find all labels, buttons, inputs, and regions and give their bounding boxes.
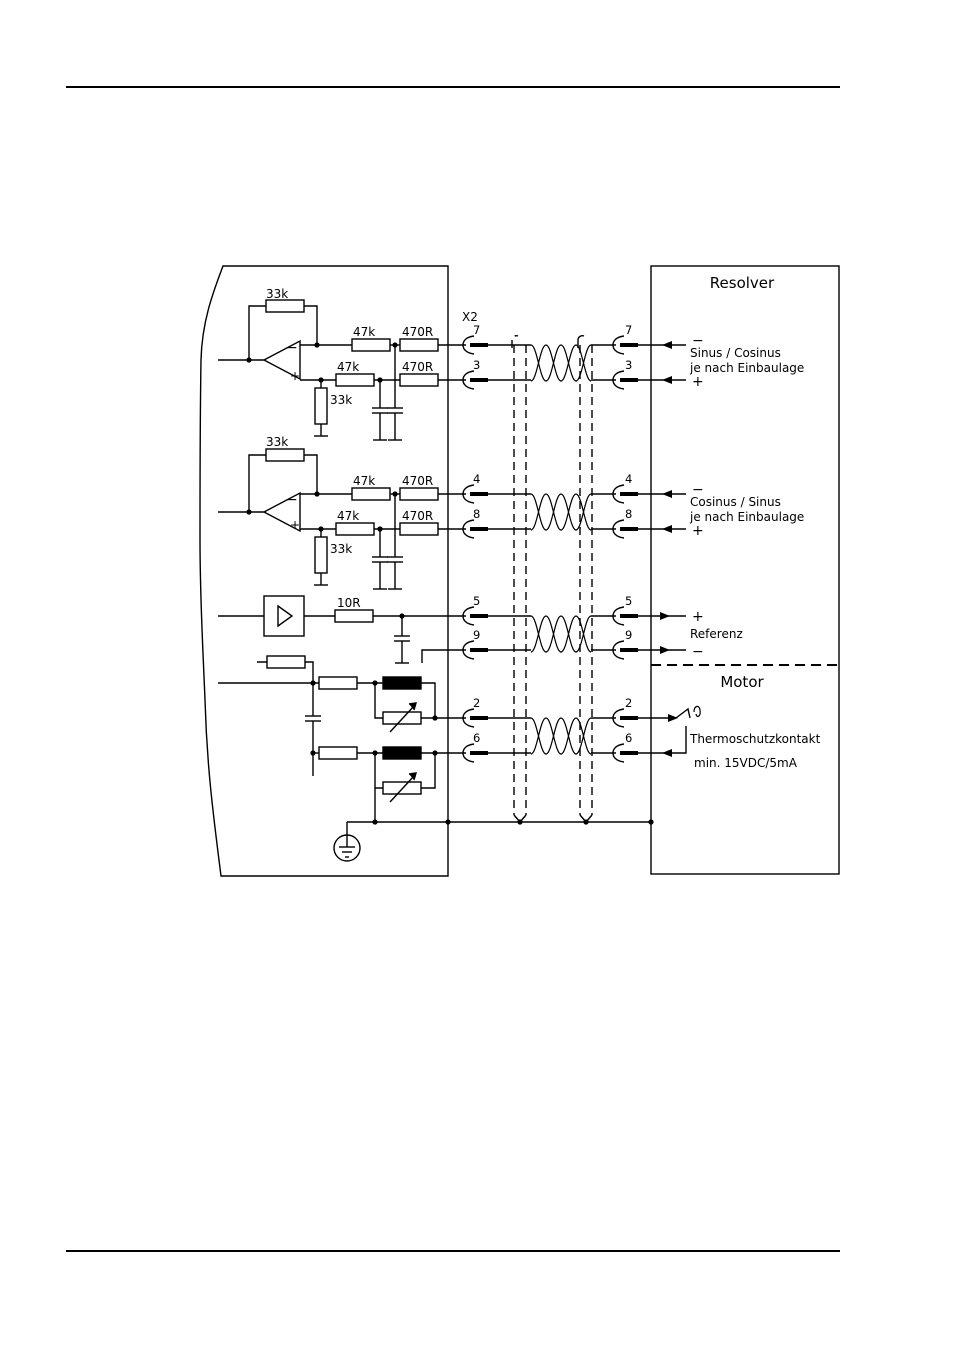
pin-left-3: 3 xyxy=(473,358,480,372)
amplifier-outline xyxy=(199,265,449,877)
resistor-47k-2b xyxy=(335,522,375,536)
pin-right-4: 4 xyxy=(625,472,632,486)
inductor-1 xyxy=(382,676,422,690)
cos-minus-sign: − xyxy=(692,482,704,498)
label-47k-2a: 47k xyxy=(353,474,375,488)
pin-right-6: 6 xyxy=(625,731,632,745)
label-shunt-2: 33k xyxy=(330,542,352,556)
label-10r: 10R xyxy=(337,596,361,610)
pin-left-5: 5 xyxy=(473,594,480,608)
label-470r-1a: 470R xyxy=(402,325,433,339)
resistor-470r-2a xyxy=(399,487,439,501)
label-470r-2a: 470R xyxy=(402,474,433,488)
pin-right-2: 2 xyxy=(625,696,632,710)
resistor-feedback-2 xyxy=(265,448,305,462)
pin-right-5: 5 xyxy=(625,594,632,608)
ref-buffer xyxy=(263,595,305,637)
resistor-470r-1b xyxy=(399,373,439,387)
label-470r-2b: 470R xyxy=(402,509,433,523)
label-shunt-1: 33k xyxy=(330,393,352,407)
pin-left-2: 2 xyxy=(473,696,480,710)
resolver-box xyxy=(650,265,840,875)
label-feedback-2: 33k xyxy=(266,435,288,449)
resistor-47k-2a xyxy=(351,487,391,501)
pin-left-4: 4 xyxy=(473,472,480,486)
ref-minus-sign: − xyxy=(692,644,704,660)
resistor-thermo-2 xyxy=(318,746,358,760)
cos-plus-sign: + xyxy=(692,523,704,539)
motor-title: Motor xyxy=(720,673,764,691)
connector-label: X2 xyxy=(462,310,478,324)
thermo-label-1: Thermoschutzkontakt xyxy=(689,732,821,746)
sin-label-2: je nach Einbaulage xyxy=(689,361,804,375)
resistor-thermo-top xyxy=(266,655,306,669)
resistor-470r-2b xyxy=(399,522,439,536)
resistor-shunt-1 xyxy=(314,387,328,425)
pin-left-7: 7 xyxy=(473,323,480,337)
resistor-47k-1b xyxy=(335,373,375,387)
resistor-470r-1a xyxy=(399,338,439,352)
resistor-feedback-1 xyxy=(265,299,305,313)
pin-left-9: 9 xyxy=(473,628,480,642)
label-47k-1a: 47k xyxy=(353,325,375,339)
pin-left-8: 8 xyxy=(473,507,480,521)
sin-label-1: Sinus / Cosinus xyxy=(690,346,781,360)
pin-right-9: 9 xyxy=(625,628,632,642)
ref-plus-sign: + xyxy=(692,609,704,625)
pin-right-3: 3 xyxy=(625,358,632,372)
opamp1-plus: + xyxy=(290,369,300,383)
resistor-thermo-1 xyxy=(318,676,358,690)
opamp2-plus: + xyxy=(290,518,300,532)
pin-right-8: 8 xyxy=(625,507,632,521)
thermal-sensor-icon xyxy=(693,705,701,718)
thermo-label-2: min. 15VDC/5mA xyxy=(694,756,798,770)
footer-rule xyxy=(66,1250,840,1252)
cos-label-2: je nach Einbaulage xyxy=(689,510,804,524)
opamp-2 xyxy=(262,491,301,533)
sin-plus-sign: + xyxy=(692,374,704,390)
inductor-2 xyxy=(382,746,422,760)
opamp-1 xyxy=(262,339,301,381)
resistor-47k-1a xyxy=(351,338,391,352)
header-rule xyxy=(66,86,840,88)
label-470r-1b: 470R xyxy=(402,360,433,374)
resistor-shunt-2 xyxy=(314,536,328,574)
cable-shield-right xyxy=(577,335,585,348)
resolver-title: Resolver xyxy=(710,274,775,292)
cable-shield-left xyxy=(511,335,519,348)
cos-label-1: Cosinus / Sinus xyxy=(690,495,781,509)
label-47k-1b: 47k xyxy=(337,360,359,374)
earth-symbol xyxy=(333,834,361,862)
pin-left-6: 6 xyxy=(473,731,480,745)
pin-right-7: 7 xyxy=(625,323,632,337)
ref-label: Referenz xyxy=(690,627,743,641)
sin-minus-sign: − xyxy=(692,333,704,349)
resistor-10r xyxy=(334,609,374,623)
label-feedback-1: 33k xyxy=(266,287,288,301)
opamp2-minus: − xyxy=(286,492,298,508)
label-47k-2b: 47k xyxy=(337,509,359,523)
opamp1-minus: − xyxy=(286,340,298,356)
